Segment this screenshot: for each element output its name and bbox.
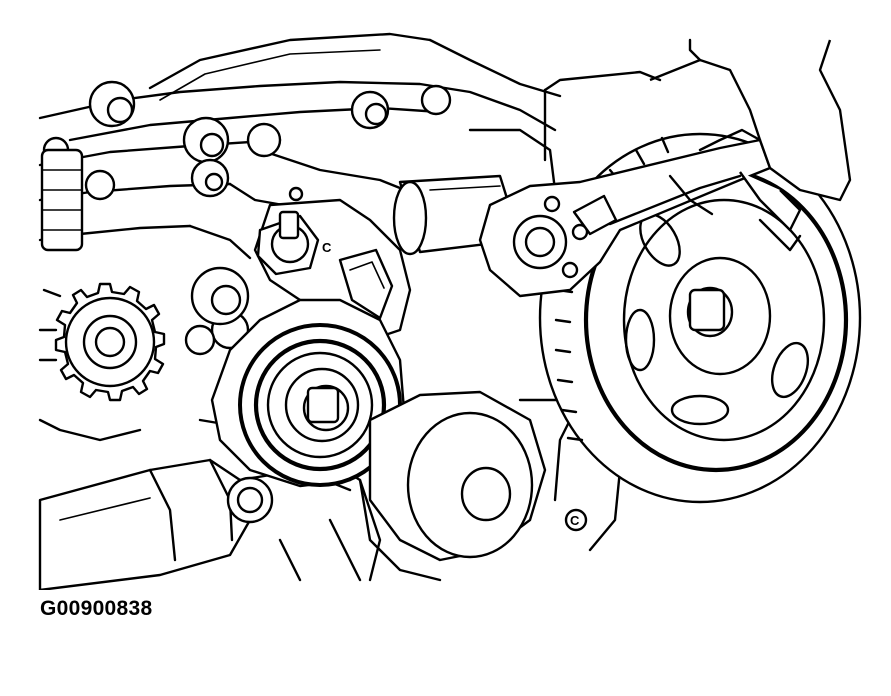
figure-id-label: G00900838 — [40, 597, 153, 620]
tensioner-bracket: C — [253, 186, 412, 342]
tensioner-pulley — [210, 298, 406, 488]
engine-timing-belt-illustration: C C — [38, 32, 862, 590]
hand — [649, 38, 852, 252]
water-pump: C — [358, 390, 622, 582]
wrench — [478, 138, 772, 298]
crankshaft-sprocket — [38, 282, 166, 442]
callout-c-tensioner: C — [322, 240, 332, 255]
left-stud — [40, 148, 84, 252]
callout-c-pump: C — [570, 513, 580, 528]
upper-bolts — [42, 80, 452, 356]
